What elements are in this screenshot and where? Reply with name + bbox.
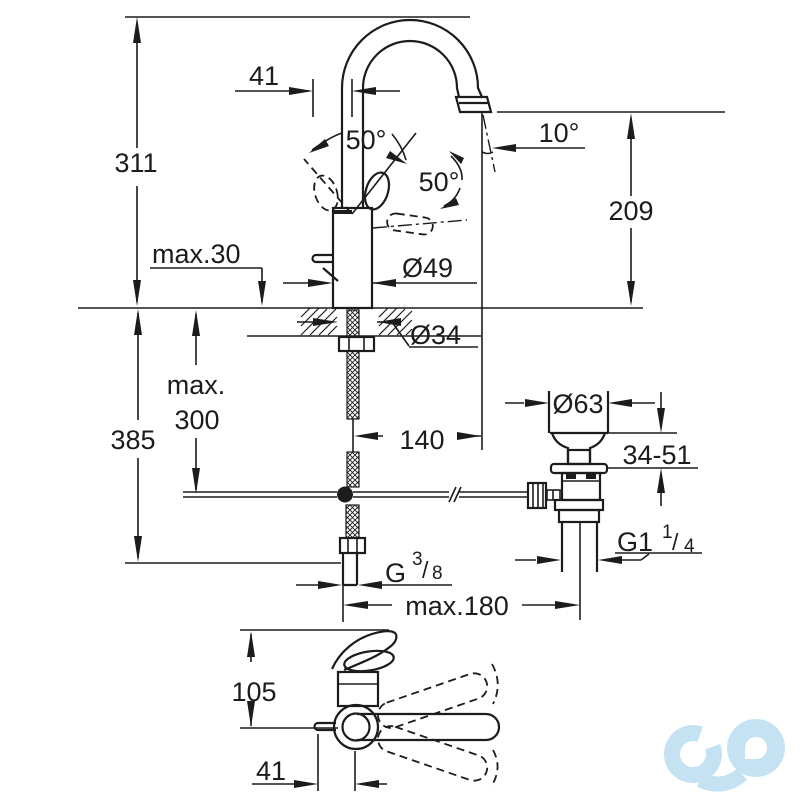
lever-knob-left-position xyxy=(313,174,339,212)
dim-total-height: 311 xyxy=(114,148,157,178)
dim-body-diameter: Ø49 xyxy=(402,253,453,283)
drain-slot-right xyxy=(586,474,596,479)
dim-spout-reach: 140 xyxy=(399,425,444,455)
dim-hose-max-2: 300 xyxy=(174,405,219,435)
drain-collar-lower xyxy=(557,508,601,524)
jet-direction-line xyxy=(482,114,496,173)
dim-front-height: 105 xyxy=(231,677,276,707)
spout-inner xyxy=(361,39,461,208)
dim-deck-range: 34-51 xyxy=(622,440,691,470)
rod-ball-joint xyxy=(337,486,353,503)
dim-depth-total: 385 xyxy=(110,425,155,455)
front-lever-up-position xyxy=(377,672,489,729)
dimension-annotations: 311 385 max. 300 max.30 41 50° 50° 10° xyxy=(110,16,725,791)
front-valve-outer xyxy=(332,703,380,751)
dim-drain-flange-diameter: Ø63 xyxy=(552,389,603,419)
logo-right-hole xyxy=(745,737,767,759)
dim-jet-angle: 10° xyxy=(539,118,580,148)
dim-supply-thread-slash: / xyxy=(422,557,429,583)
lever-axis-down xyxy=(372,219,468,229)
dim-swing-right: 50° xyxy=(419,167,460,197)
brand-watermark-logo xyxy=(664,719,785,792)
front-valve-inner xyxy=(341,712,371,742)
lever-knob-down-position xyxy=(386,212,434,236)
dim-rod-max: max.180 xyxy=(405,591,509,621)
dim-supply-thread-sup: 3 xyxy=(412,549,423,570)
lever-axis xyxy=(351,132,417,215)
spout-outer xyxy=(340,18,484,208)
threaded-shank xyxy=(337,309,376,622)
logo-connector xyxy=(696,768,748,792)
popup-knob xyxy=(311,253,339,282)
dim-hose-max-1: max. xyxy=(167,370,226,400)
front-popup-pin xyxy=(313,721,336,732)
dim-front-offset: 41 xyxy=(256,756,286,786)
drain-slot-left xyxy=(566,474,576,479)
swing-arcs xyxy=(490,663,499,788)
front-lever-base xyxy=(343,649,395,673)
logo-left-ring xyxy=(664,725,722,783)
dim-spout-height: 209 xyxy=(608,196,653,226)
dim-drain-thread-sup: 1 xyxy=(662,522,673,543)
side-view-faucet xyxy=(78,18,643,622)
drain-plug-cap xyxy=(547,391,610,435)
drain-plug-stem xyxy=(566,448,592,466)
spout-outlet xyxy=(454,95,493,114)
rod-clamp xyxy=(526,481,561,510)
drain-collar-upper xyxy=(553,498,605,512)
drain-tailpipe xyxy=(560,522,599,572)
dim-handle-clearance: 41 xyxy=(249,61,279,91)
drain-assembly xyxy=(526,391,610,620)
front-view-faucet xyxy=(313,630,501,788)
dim-drain-thread-base: G1 xyxy=(617,527,653,557)
lever-knob xyxy=(363,171,391,211)
dim-deck-thickness: max.30 xyxy=(152,239,241,269)
front-lever-arm xyxy=(357,712,501,742)
dim-drain-thread-slash: / xyxy=(672,529,679,555)
dim-drain-thread-sub: 4 xyxy=(684,536,695,557)
popup-rod xyxy=(183,486,527,503)
lever-axis-left xyxy=(303,158,352,214)
front-lever xyxy=(330,630,398,672)
dim-hole-diameter: Ø34 xyxy=(410,320,461,350)
dim-swing-left: 50° xyxy=(346,125,387,155)
front-lever-down-position xyxy=(377,725,489,782)
dim-supply-thread-base: G xyxy=(385,558,406,588)
front-body xyxy=(336,670,380,708)
faucet-body xyxy=(331,206,374,310)
drain-plug-neck xyxy=(550,432,607,464)
dim-supply-thread-sub: 8 xyxy=(432,563,443,584)
drain-flange xyxy=(549,462,609,475)
